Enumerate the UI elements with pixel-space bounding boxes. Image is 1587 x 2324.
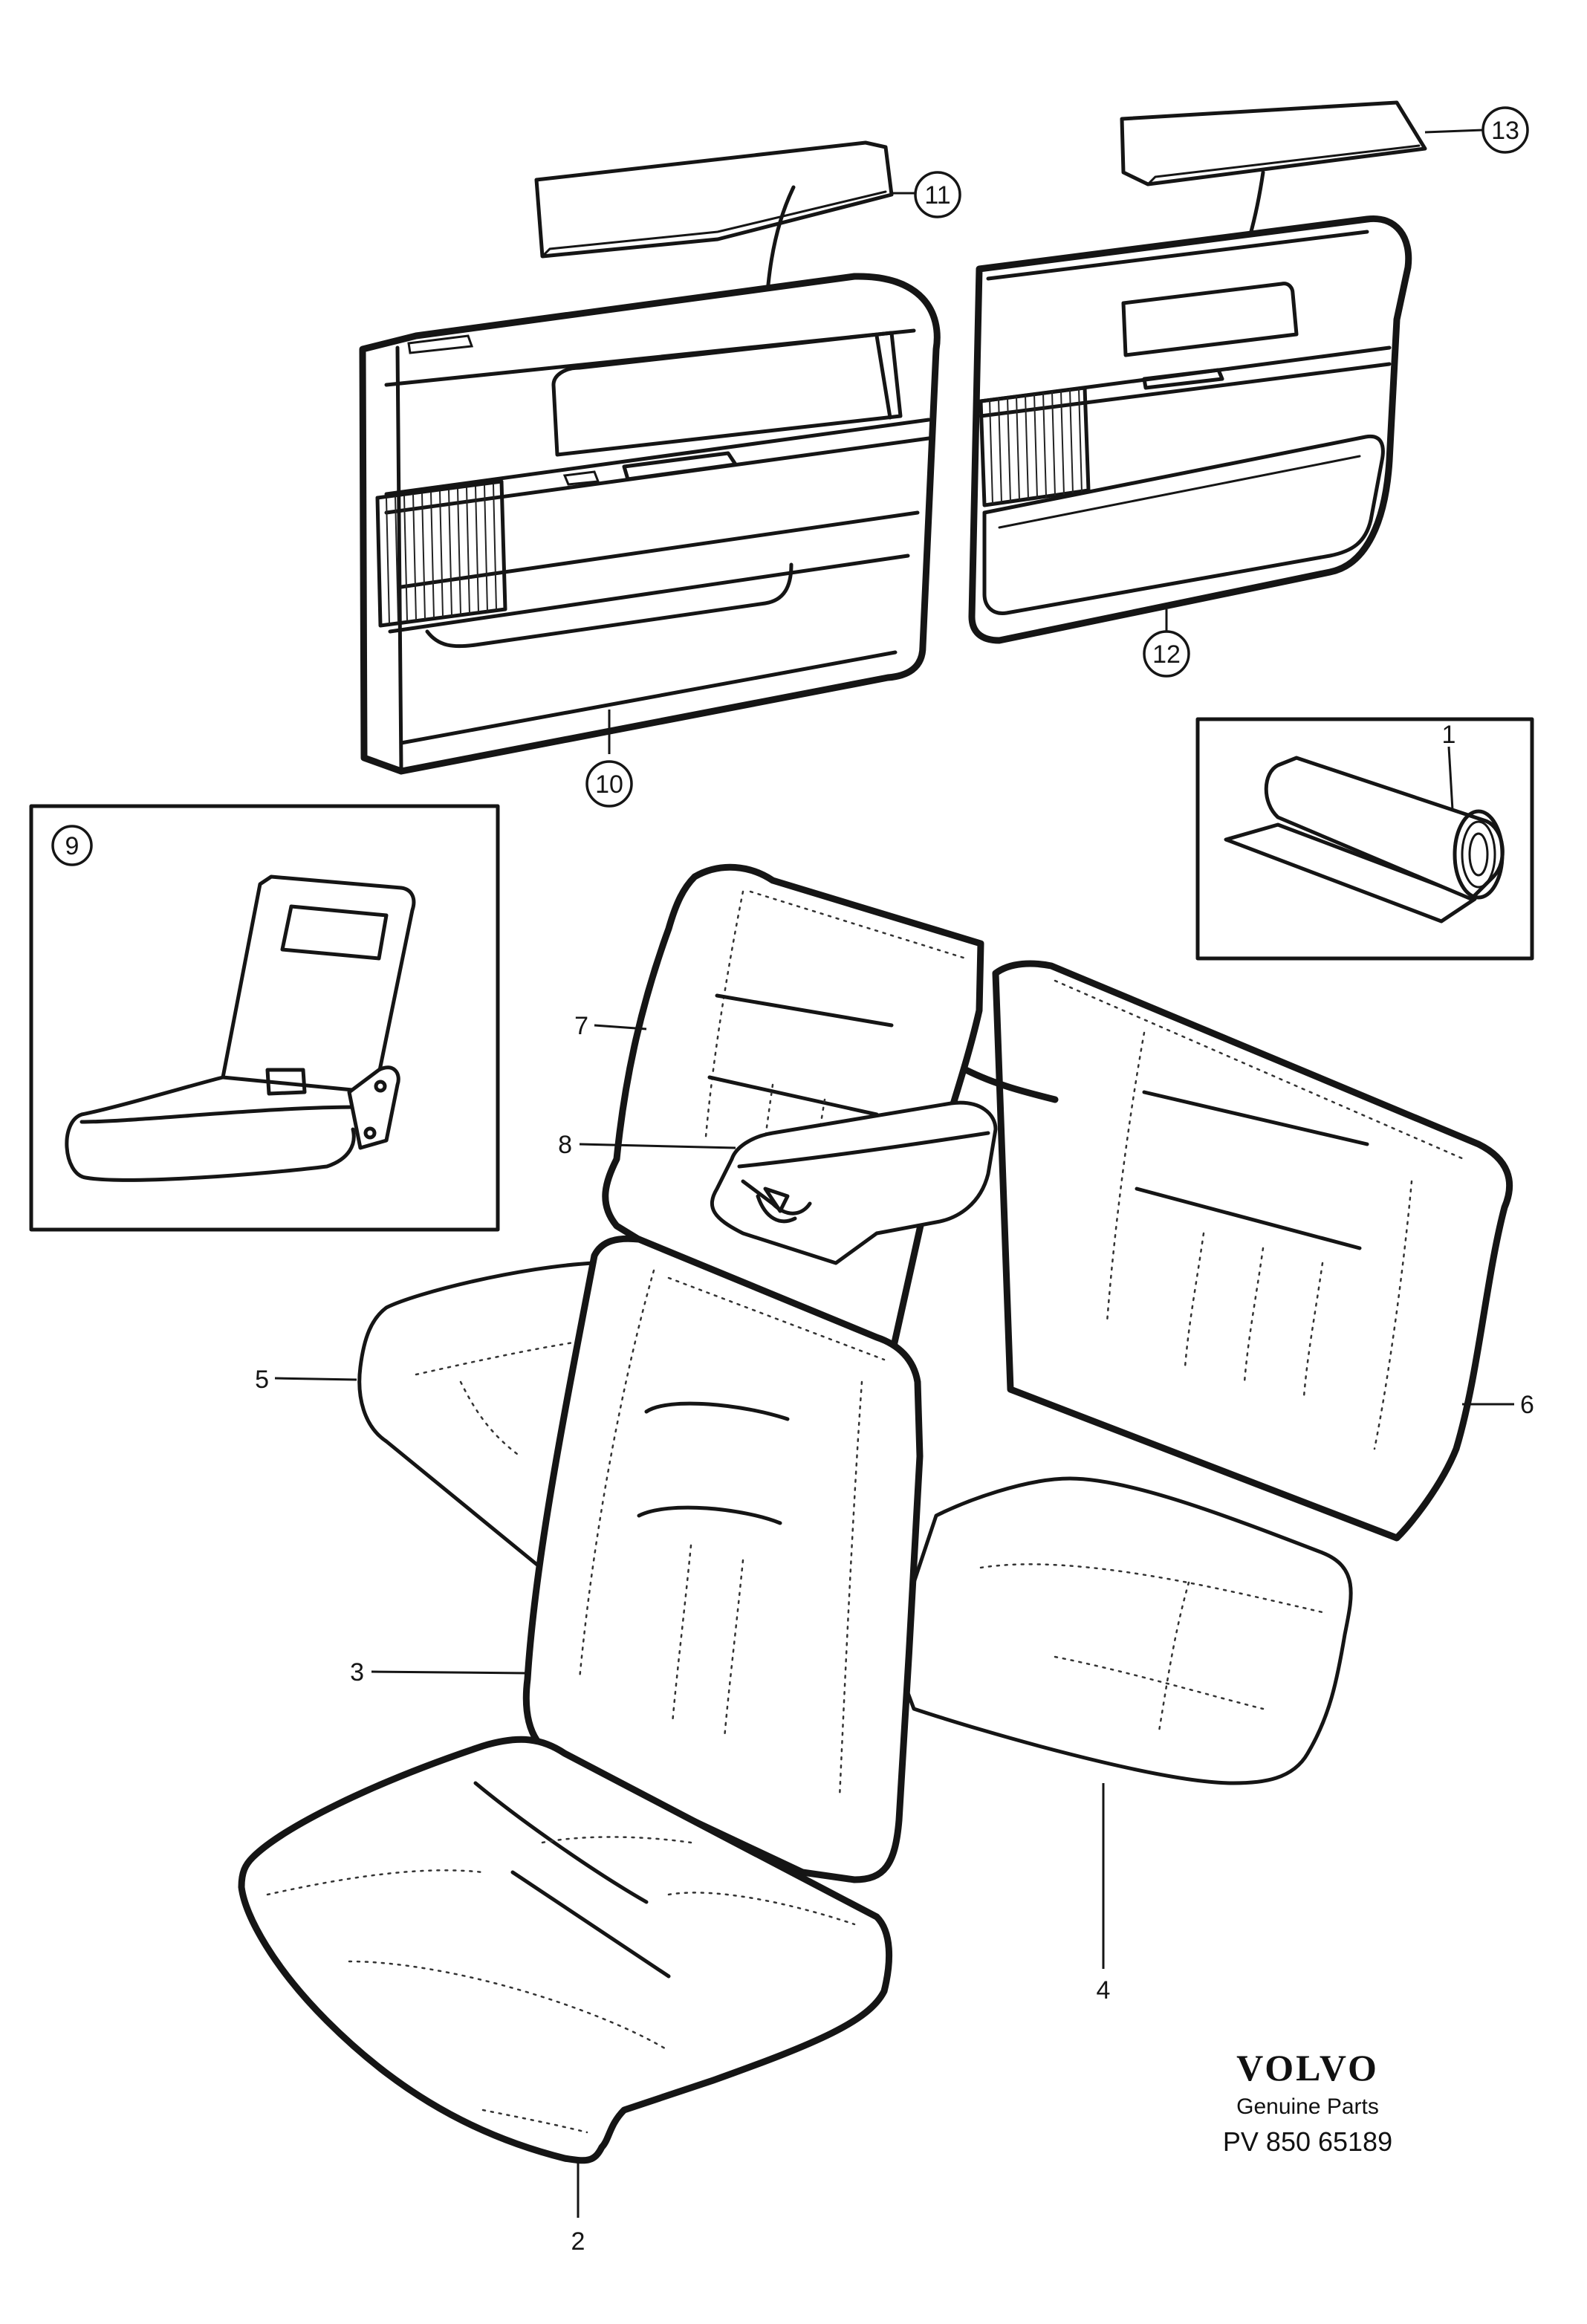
- brand-block: VOLVO Genuine Parts PV 850 65189: [1223, 2047, 1392, 2157]
- part-6-rear-backrest-right: [962, 960, 1513, 1542]
- part-number-code: PV 850 65189: [1223, 2126, 1392, 2157]
- part-9-seat-frame: [29, 804, 500, 1232]
- callout-9: 9: [51, 825, 93, 866]
- svg-text:11: 11: [924, 181, 950, 210]
- part-12-rear-door-panel: [968, 215, 1412, 644]
- callout-6: 6: [1520, 1391, 1534, 1419]
- part-3-front-backrest: [522, 1235, 924, 1883]
- callout-12: 12: [1143, 630, 1190, 678]
- svg-text:12: 12: [1152, 640, 1181, 669]
- svg-text:9: 9: [65, 832, 79, 860]
- callout-2: 2: [571, 2227, 585, 2256]
- callout-7: 7: [574, 1012, 588, 1040]
- callout-11: 11: [914, 171, 961, 218]
- part-2-front-cushion: [238, 1736, 892, 2164]
- leader-lines: [274, 129, 1514, 2218]
- part-10-front-door-panel: [359, 273, 941, 775]
- callout-labels: 9 10 11 12 13 1 2 3 4 5 6 7 8: [51, 106, 1534, 2256]
- svg-text:10: 10: [595, 770, 623, 799]
- callout-4: 4: [1097, 1976, 1111, 2005]
- part-4-rear-cushion-right: [889, 1476, 1353, 1785]
- callout-13: 13: [1481, 106, 1529, 154]
- part-1-insulation-roll: [1195, 717, 1534, 961]
- brand-tagline: Genuine Parts: [1236, 2094, 1379, 2119]
- callout-1: 1: [1442, 721, 1456, 749]
- callout-3: 3: [350, 1658, 364, 1687]
- callout-8: 8: [558, 1131, 572, 1159]
- callout-10: 10: [585, 760, 633, 808]
- brand-logo-volvo: VOLVO: [1236, 2047, 1379, 2088]
- svg-text:13: 13: [1491, 117, 1519, 145]
- part-8-armrest: [710, 1100, 998, 1265]
- callout-5: 5: [255, 1366, 269, 1394]
